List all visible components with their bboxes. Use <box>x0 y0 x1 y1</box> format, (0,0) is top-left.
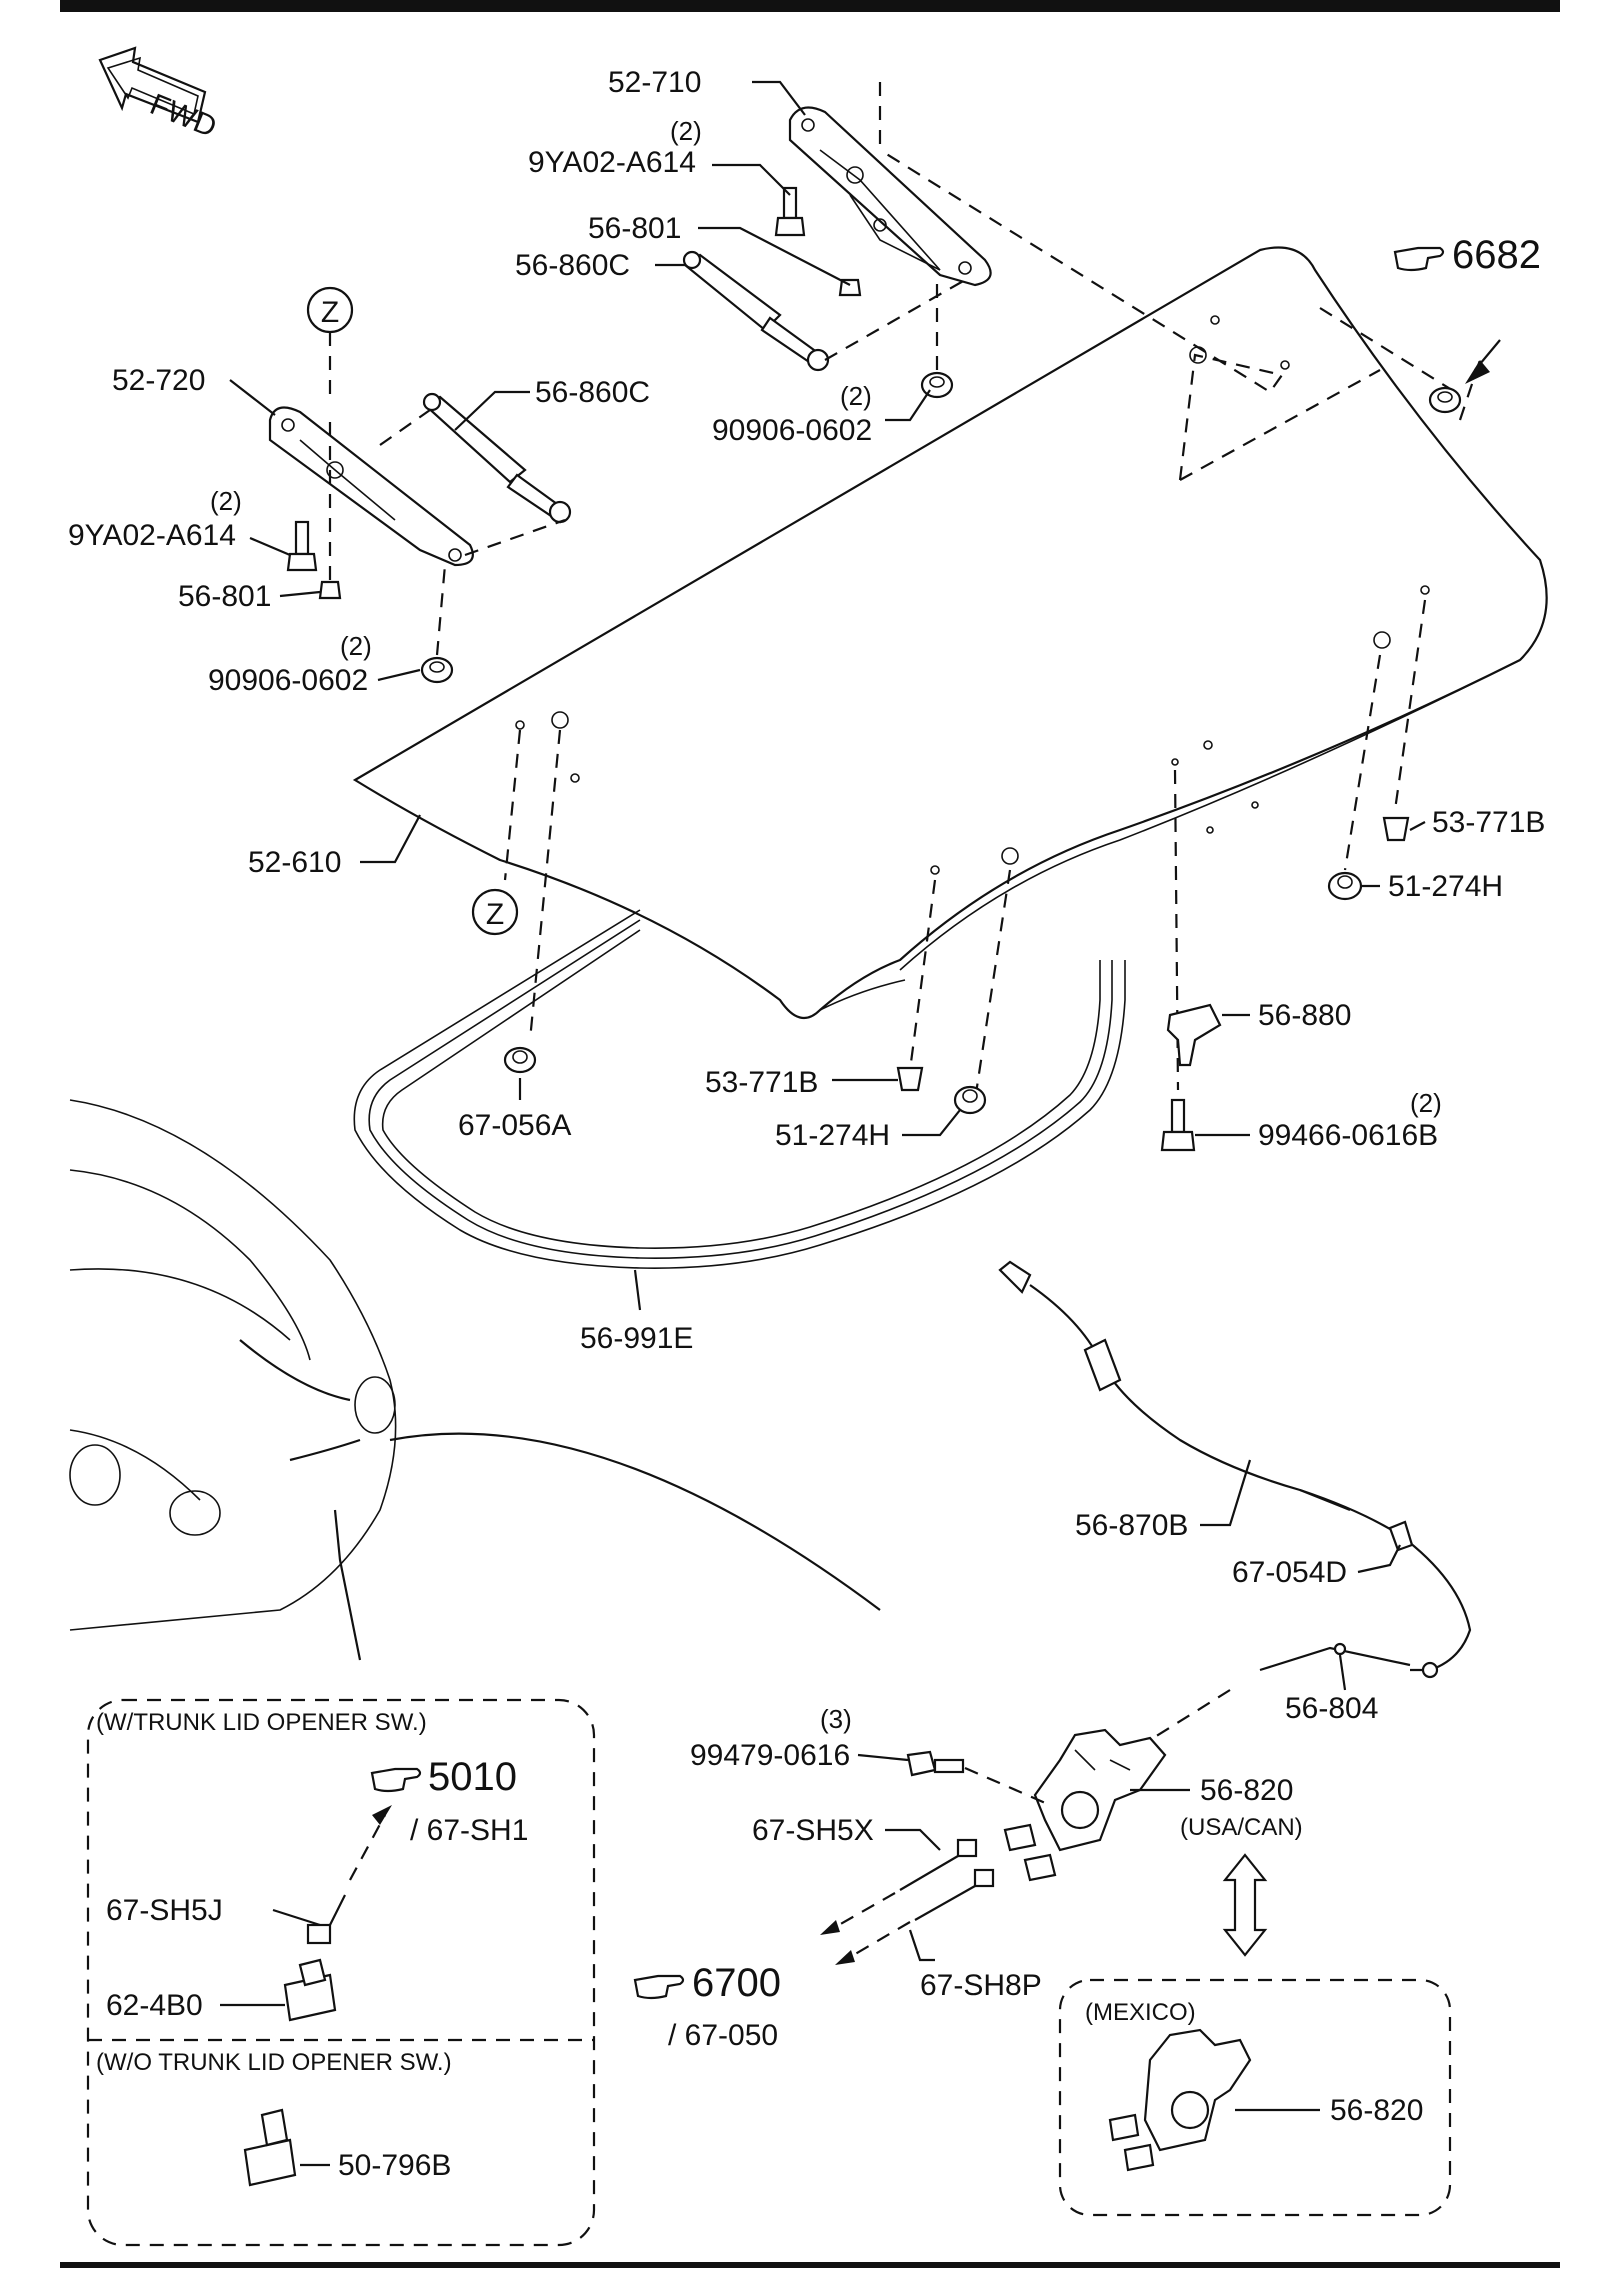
label-67-sh8p: 67-SH8P <box>920 1969 1042 2002</box>
latch-56-820-mexico <box>1108 2028 1252 2172</box>
ref-6682[interactable]: 6682 <box>1452 233 1541 277</box>
label-56-804: 56-804 <box>1285 1692 1378 1725</box>
ref-6700[interactable]: 6700 <box>692 1961 781 2005</box>
qty-99466: (2) <box>1410 1088 1442 1118</box>
qty-9ya02-top: (2) <box>670 116 702 146</box>
bumper-51-274h-mid <box>953 1085 987 1115</box>
label-56-860c-left: 56-860C <box>535 376 650 409</box>
label-52-710: 52-710 <box>608 66 701 99</box>
fwd-arrow-icon: FWD <box>98 46 221 144</box>
label-56-880: 56-880 <box>1258 999 1351 1032</box>
qty-99479: (3) <box>820 1704 852 1734</box>
bolt-9ya02-top <box>774 186 806 237</box>
ref-6700-sub: / 67-050 <box>668 2019 778 2052</box>
trunk-opener-box <box>86 1698 596 2247</box>
cable-56-870b <box>998 1260 1472 1679</box>
svg-text:Z: Z <box>321 296 339 329</box>
bolt-99466 <box>1160 1098 1196 1152</box>
label-56-820-usa: 56-820 <box>1200 1774 1293 1807</box>
label-99479: 99479-0616 <box>690 1739 850 1772</box>
bolt-9ya02-left <box>286 520 318 572</box>
label-51-274h-right: 51-274H <box>1388 870 1503 903</box>
screw-56-801-top <box>838 278 862 297</box>
qty-90906-top: (2) <box>840 381 872 411</box>
bottom-rule <box>60 2262 1560 2268</box>
screw-56-801-left <box>318 580 342 600</box>
label-56-801-left: 56-801 <box>178 580 271 613</box>
label-67-sh5x: 67-SH5X <box>752 1814 874 1847</box>
gas-strut-right <box>682 250 830 372</box>
label-56-820-mexico: 56-820 <box>1330 2094 1423 2127</box>
label-53-771b-mid: 53-771B <box>705 1066 818 1099</box>
bumper-53-771b-right <box>1382 816 1410 842</box>
qty-9ya02-left: (2) <box>210 486 242 516</box>
label-50-796b: 50-796B <box>338 2149 451 2182</box>
label-56-870b: 56-870B <box>1075 1509 1188 1542</box>
label-wo-trunk: (W/O TRUNK LID OPENER SW.) <box>96 2049 452 2076</box>
label-mexico: (MEXICO) <box>1085 1999 1196 2026</box>
bumper-51-274h-right <box>1327 871 1363 901</box>
striker-56-880 <box>1166 1003 1222 1067</box>
bumper-53-771b-mid <box>896 1066 924 1092</box>
label-w-trunk: (W/TRUNK LID OPENER SW.) <box>96 1709 427 1736</box>
connector-67-sh5x <box>899 1838 978 1891</box>
trunk-lid <box>352 246 1548 1020</box>
ref-5010-sub: / 67-SH1 <box>410 1814 528 1847</box>
weatherstrip-seal <box>353 909 1126 1269</box>
label-90906-top: 90906-0602 <box>712 414 872 447</box>
connector-67-sh8p <box>914 1868 995 1921</box>
label-9ya02-top: 9YA02-A614 <box>528 146 696 179</box>
top-rule <box>60 0 1560 12</box>
label-9ya02-left: 9YA02-A614 <box>68 519 236 552</box>
double-arrow-icon <box>1222 1853 1268 1957</box>
hinge-left <box>268 406 474 567</box>
label-56-991e: 56-991E <box>580 1322 693 1355</box>
qty-90906-left: (2) <box>340 631 372 661</box>
label-56-860c-top: 56-860C <box>515 249 630 282</box>
switch-50-796b <box>243 2108 297 2187</box>
label-62-4b0: 62-4B0 <box>106 1989 203 2022</box>
label-67-sh5j: 67-SH5J <box>106 1894 223 1927</box>
label-67-056a: 67-056A <box>458 1109 571 1142</box>
nut-6682 <box>1428 386 1462 414</box>
latch-56-820-usa <box>1003 1728 1167 1882</box>
label-90906-left: 90906-0602 <box>208 664 368 697</box>
label-53-771b-right: 53-771B <box>1432 806 1545 839</box>
vehicle-outline <box>69 1099 881 1661</box>
switch-62-4b0 <box>283 1894 346 2022</box>
zone-marker-top: Z <box>306 286 354 334</box>
ref-5010[interactable]: 5010 <box>428 1755 517 1799</box>
pointing-hand-icon <box>633 1974 685 2000</box>
gas-strut-left <box>422 392 572 524</box>
zone-marker-bottom: Z <box>471 888 519 936</box>
label-99466: 99466-0616B <box>1258 1119 1438 1152</box>
leader-lines <box>220 80 1426 2167</box>
label-56-801-top: 56-801 <box>588 212 681 245</box>
svg-text:Z: Z <box>486 898 504 931</box>
label-52-610: 52-610 <box>248 846 341 879</box>
nut-90906-left <box>420 656 454 684</box>
label-usa-can: (USA/CAN) <box>1180 1814 1303 1841</box>
pointing-hand-icon <box>370 1767 422 1793</box>
label-51-274h-mid: 51-274H <box>775 1119 890 1152</box>
mexico-box <box>1058 1978 1452 2217</box>
bolt-99479 <box>906 1750 965 1777</box>
pointing-hand-icon <box>1393 246 1445 272</box>
grommet-67-056a <box>503 1046 537 1074</box>
label-67-054d: 67-054D <box>1232 1556 1347 1589</box>
label-52-720: 52-720 <box>112 364 205 397</box>
hinge-right <box>788 106 992 287</box>
